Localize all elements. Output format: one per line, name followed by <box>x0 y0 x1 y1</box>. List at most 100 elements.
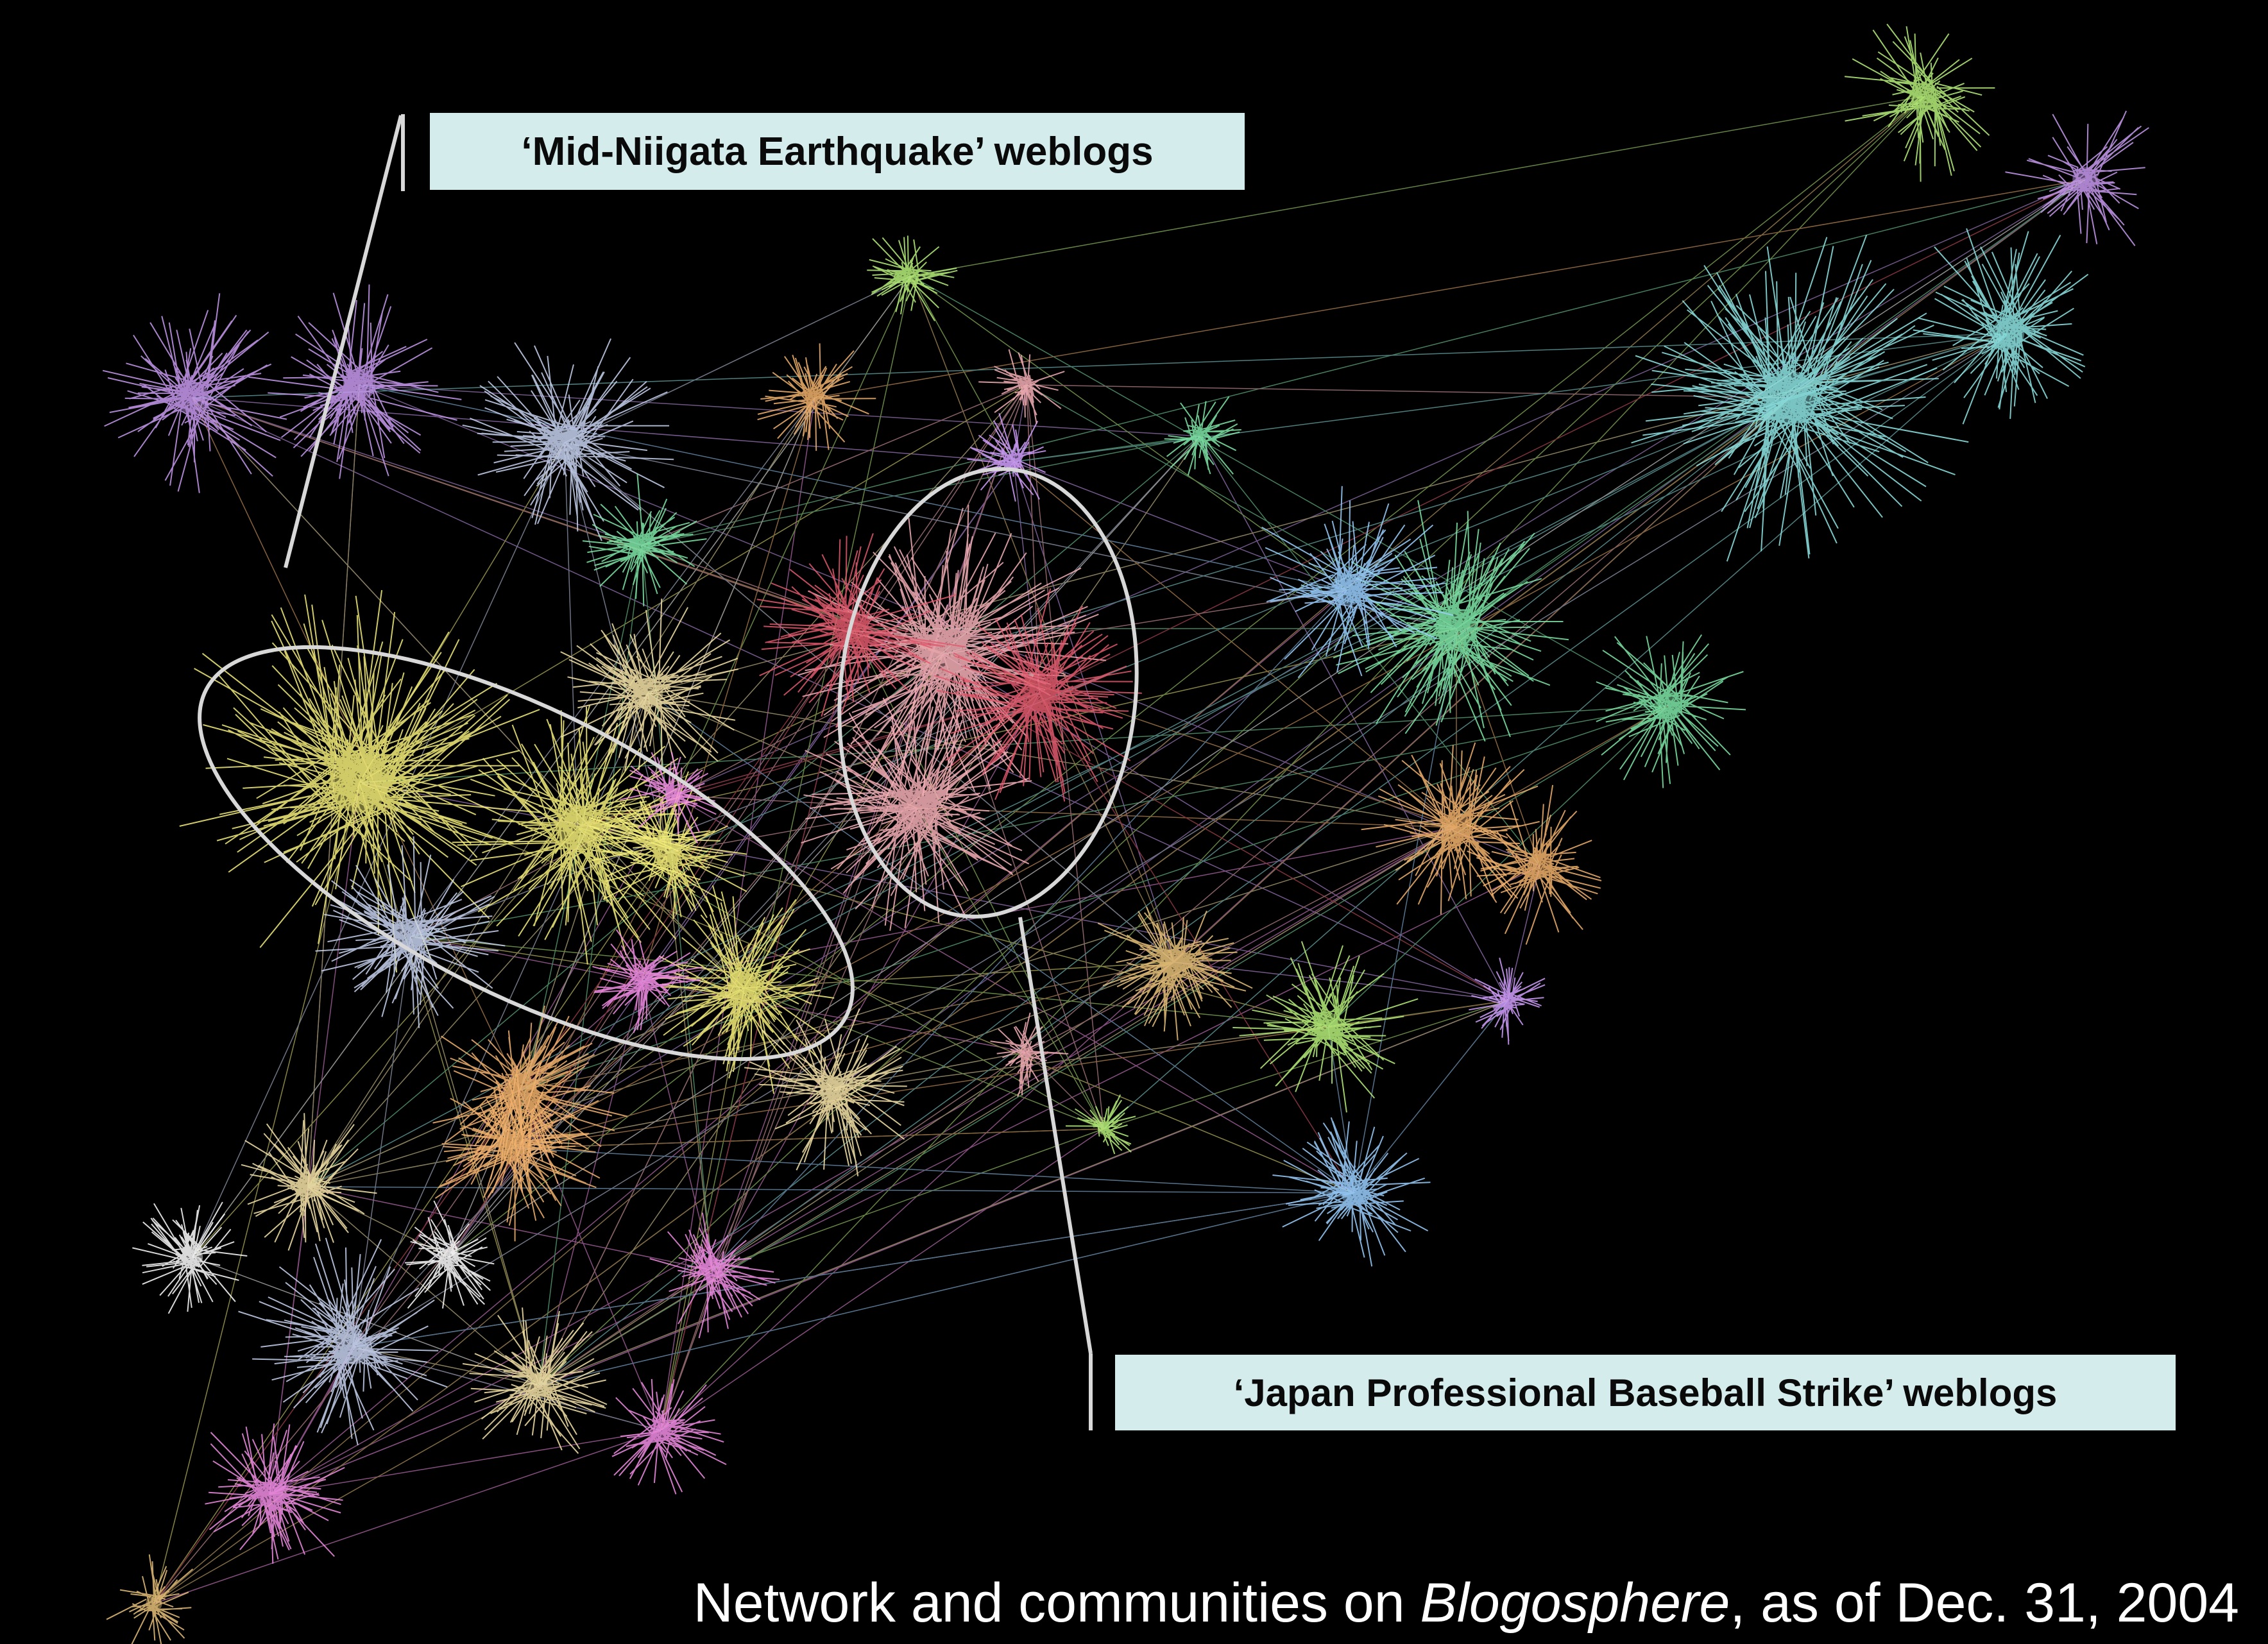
cluster-edges <box>797 504 1107 806</box>
cluster-edges <box>1333 500 1569 742</box>
cluster-edges <box>1261 486 1454 679</box>
community-cluster <box>2005 110 2149 246</box>
community-cluster <box>978 349 1065 424</box>
cluster-hub <box>1441 812 1472 843</box>
caption-italic: Blogosphere <box>1420 1572 1730 1634</box>
community-cluster <box>1469 958 1546 1045</box>
community-cluster <box>1913 228 2089 425</box>
community-cluster <box>434 1062 601 1242</box>
cluster-hub <box>632 972 651 991</box>
cluster-hub <box>555 805 600 850</box>
cluster-edges <box>592 929 703 1033</box>
cluster-hub <box>1098 1123 1109 1135</box>
cluster-edges <box>1469 958 1546 1045</box>
cluster-edges <box>106 1554 194 1644</box>
earthquake-community-outline <box>198 645 855 1062</box>
cluster-hub <box>701 1259 723 1281</box>
cluster-edges <box>248 284 462 479</box>
baseball-pointer-line <box>1018 917 1093 1354</box>
cluster-hub <box>1331 573 1364 607</box>
community-cluster <box>934 588 1142 802</box>
caption-prefix: Network and communities on <box>693 1572 1420 1634</box>
cluster-edges <box>649 1212 780 1339</box>
baseball-weblogs-callout: ‘Japan Professional Baseball Strike’ web… <box>1115 1355 2176 1430</box>
cluster-edges <box>1065 1094 1136 1155</box>
cluster-edges <box>611 1378 727 1495</box>
community-cluster <box>1465 784 1602 945</box>
community-cluster <box>1361 742 1540 915</box>
cluster-hub <box>1991 317 2025 350</box>
cluster-edges <box>238 1237 448 1446</box>
community-cluster <box>801 684 1032 931</box>
cluster-edges <box>756 533 966 728</box>
cluster-hub <box>1437 609 1476 648</box>
baseball-community-outline <box>837 467 1139 919</box>
community-cluster <box>649 1212 780 1339</box>
community-cluster <box>867 235 958 321</box>
cluster-hub <box>665 787 682 804</box>
community-cluster <box>1097 906 1253 1040</box>
community-cluster <box>1333 500 1569 742</box>
link-bundle <box>192 333 2009 1386</box>
cluster-hub <box>903 267 919 284</box>
cluster-hub <box>650 1419 672 1441</box>
community-cluster <box>439 705 720 965</box>
cluster-hub <box>805 388 824 407</box>
cluster-edges <box>1465 784 1602 945</box>
cluster-hub <box>336 1330 370 1364</box>
community-cluster <box>588 771 747 919</box>
community-cluster <box>248 284 462 479</box>
cluster-hub <box>1019 1045 1034 1059</box>
community-cluster <box>404 1200 495 1309</box>
community-clusters <box>102 23 2149 1644</box>
cluster-edges <box>1913 228 2089 425</box>
community-cluster <box>611 1378 727 1495</box>
community-cluster <box>1261 486 1454 679</box>
community-cluster <box>462 1307 608 1454</box>
cluster-edges <box>102 293 287 493</box>
community-cluster <box>797 504 1107 806</box>
cluster-edges <box>315 836 506 1028</box>
cluster-edges <box>1097 906 1253 1040</box>
cluster-hub <box>176 381 209 414</box>
cluster-hub <box>653 839 681 867</box>
cluster-edges <box>439 705 720 965</box>
cluster-hub <box>837 612 870 645</box>
community-cluster <box>241 1113 377 1251</box>
cluster-hub <box>1501 994 1515 1008</box>
cluster-hub <box>146 1595 162 1612</box>
cluster-edges <box>434 1062 601 1242</box>
community-cluster <box>132 1201 248 1314</box>
cluster-edges <box>1845 23 1995 182</box>
cluster-edges <box>1631 234 1969 562</box>
cluster-hub <box>1763 371 1817 425</box>
cluster-edges <box>1232 941 1419 1113</box>
cluster-hub <box>499 1134 527 1162</box>
community-cluster <box>1845 23 1995 182</box>
cluster-edges <box>934 588 1142 802</box>
cluster-edges <box>757 343 876 451</box>
community-cluster <box>1596 634 1746 788</box>
community-cluster <box>102 293 287 493</box>
community-cluster <box>1164 396 1241 476</box>
community-cluster <box>1272 1117 1431 1267</box>
cluster-edges <box>652 885 835 1094</box>
cluster-hub <box>343 368 376 402</box>
community-cluster <box>620 752 724 843</box>
figure-caption: Network and communities on Blogosphere, … <box>694 1572 2239 1635</box>
cluster-edges <box>867 235 958 321</box>
cluster-edges <box>1361 742 1540 915</box>
cluster-hub <box>1911 82 1939 110</box>
link-bundle <box>192 333 2009 1386</box>
cluster-hub <box>898 788 937 828</box>
community-cluster <box>756 533 966 728</box>
cluster-edges <box>179 589 541 973</box>
cluster-edges <box>1164 396 1241 476</box>
cluster-hub <box>526 1373 552 1398</box>
cluster-edges <box>560 598 738 787</box>
cluster-hub <box>1341 1180 1367 1206</box>
community-cluster <box>106 1554 194 1644</box>
community-cluster <box>1631 234 1969 562</box>
